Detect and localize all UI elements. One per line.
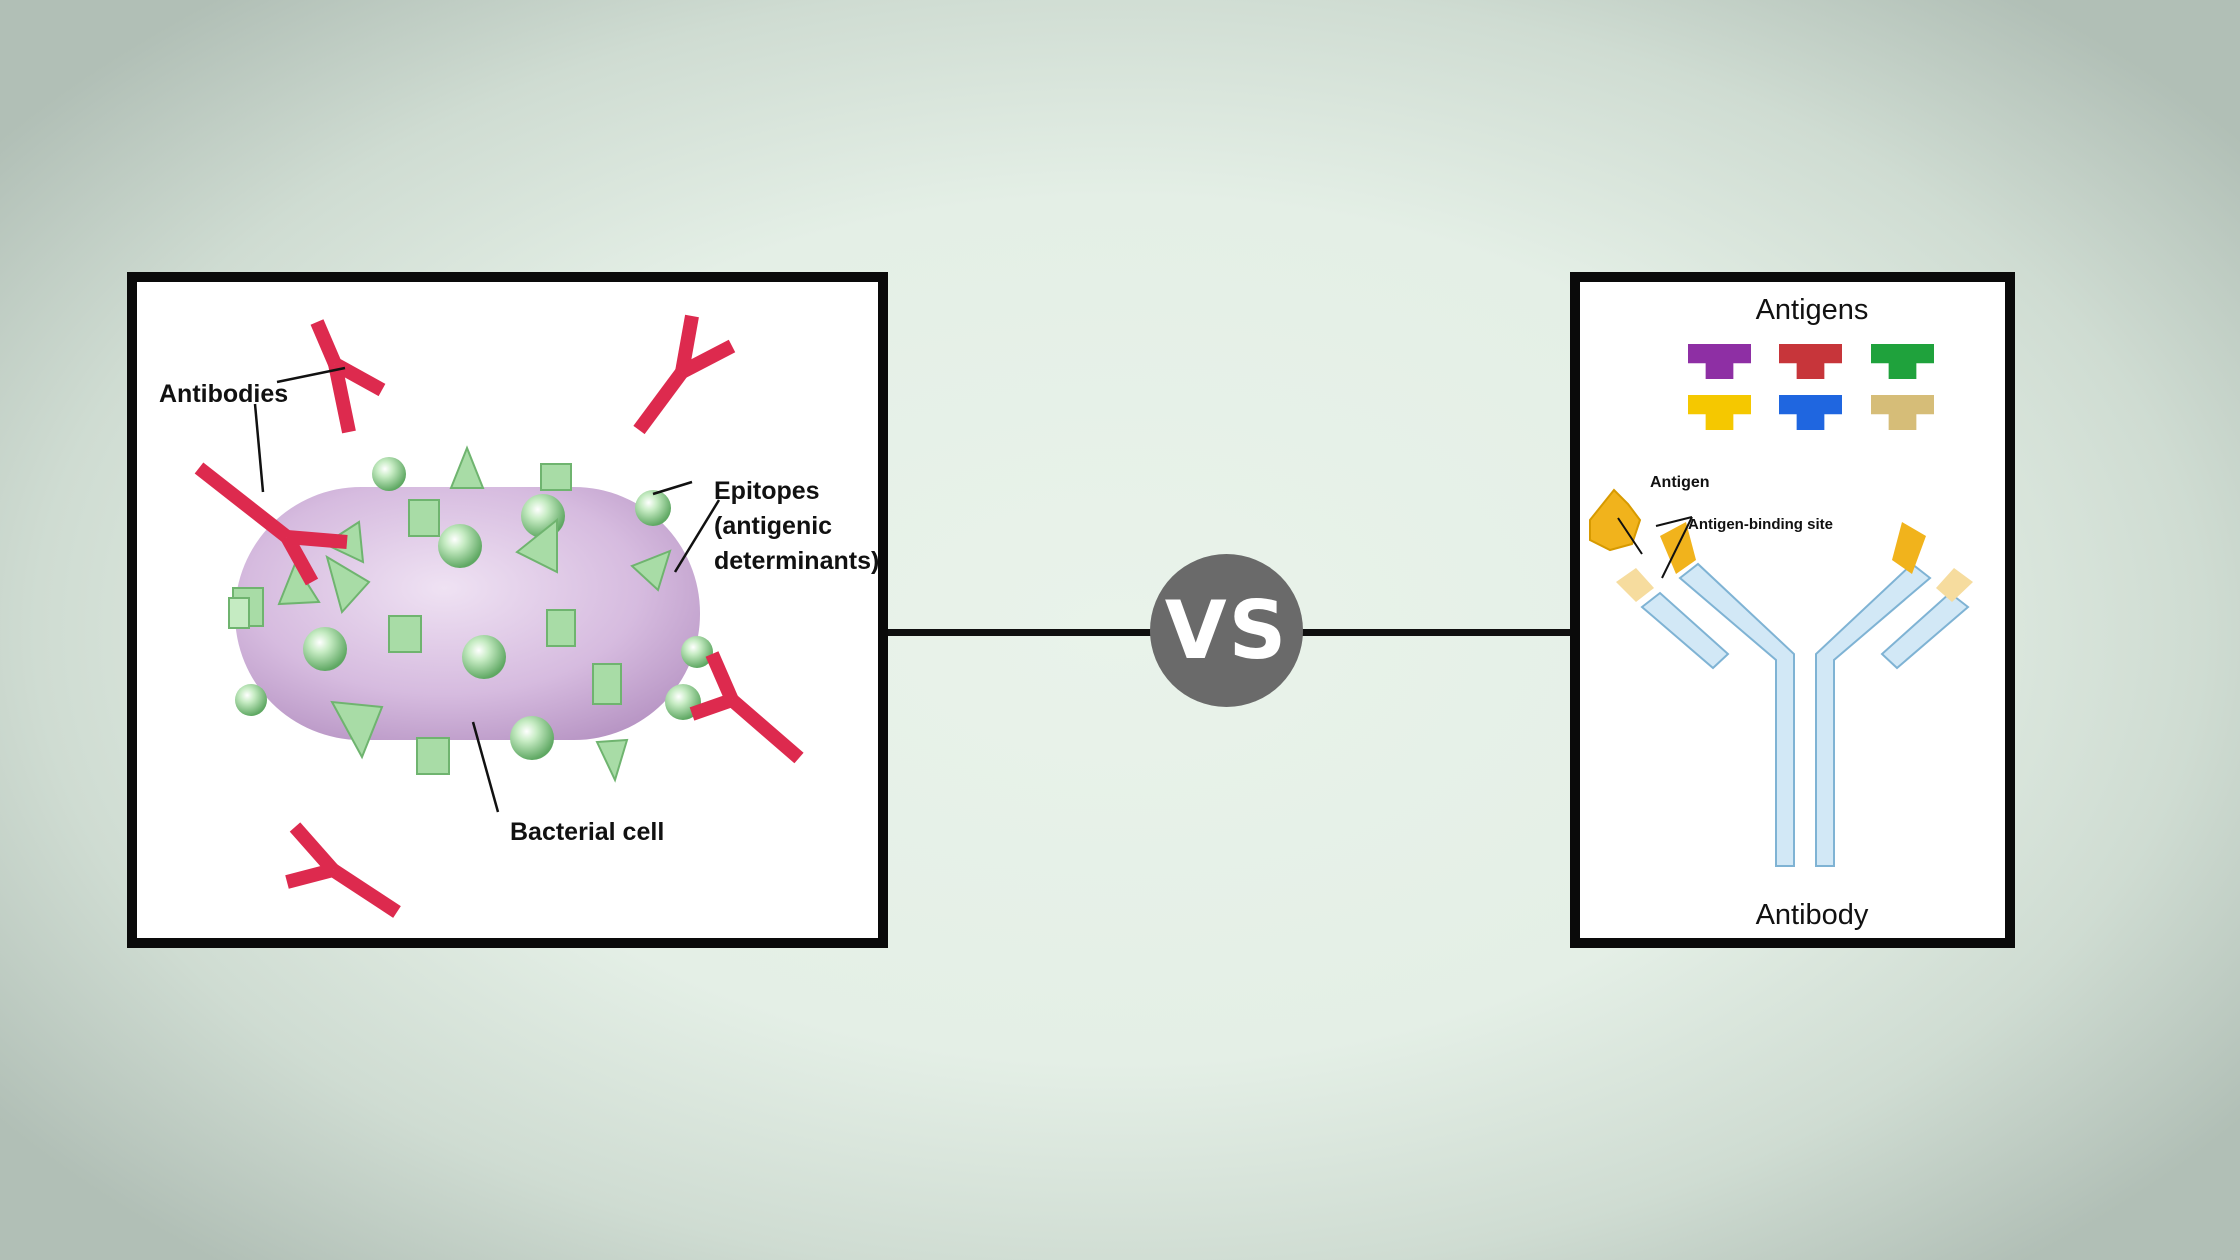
epitope-spheres — [235, 457, 713, 760]
epitopes-label-line2: (antigenic — [714, 512, 832, 540]
antigen-swatches — [1688, 344, 1934, 430]
bacterial-cell-illustration: Antibodies Epitopes (antigenic determina… — [159, 314, 879, 918]
antibodies-bacterial-cell-figure: Antibodies Epitopes (antigenic determina… — [127, 272, 888, 948]
epitopes-label-line3: determinants) — [714, 547, 879, 575]
antigen-swatch — [1688, 344, 1751, 379]
antigens-title: Antigens — [1756, 294, 1869, 326]
antibodies-label: Antibodies — [159, 380, 288, 408]
epitope-shapes — [228, 445, 672, 783]
antigen-label: Antigen — [1650, 474, 1710, 491]
bacterial-cell-label: Bacterial cell — [510, 818, 664, 846]
antigen-swatch — [1688, 395, 1751, 430]
antigen-swatch — [1779, 344, 1842, 379]
antigen-swatch — [1871, 344, 1934, 379]
antibody-label: Antibody — [1756, 899, 1869, 931]
vs-badge: VS — [1150, 554, 1303, 707]
connector-line-right — [1140, 629, 1571, 636]
epitopes-label: Epitopes — [714, 477, 820, 505]
antibody-y-structure — [1589, 488, 1973, 867]
bacterial-cell-body — [235, 487, 700, 740]
antigen-swatch — [1871, 395, 1934, 430]
antigen-swatch — [1779, 395, 1842, 430]
antigens-antibody-figure: Antigens Antigen Antigen-bindin — [1570, 272, 2015, 948]
connector-line-left — [887, 629, 1155, 636]
antigen-binding-site-label: Antigen-binding site — [1688, 516, 1833, 533]
bound-antigen — [1589, 488, 1642, 552]
leader-lines — [253, 366, 721, 813]
antibody-structure-illustration: Antigens Antigen Antigen-bindin — [1589, 294, 1973, 931]
